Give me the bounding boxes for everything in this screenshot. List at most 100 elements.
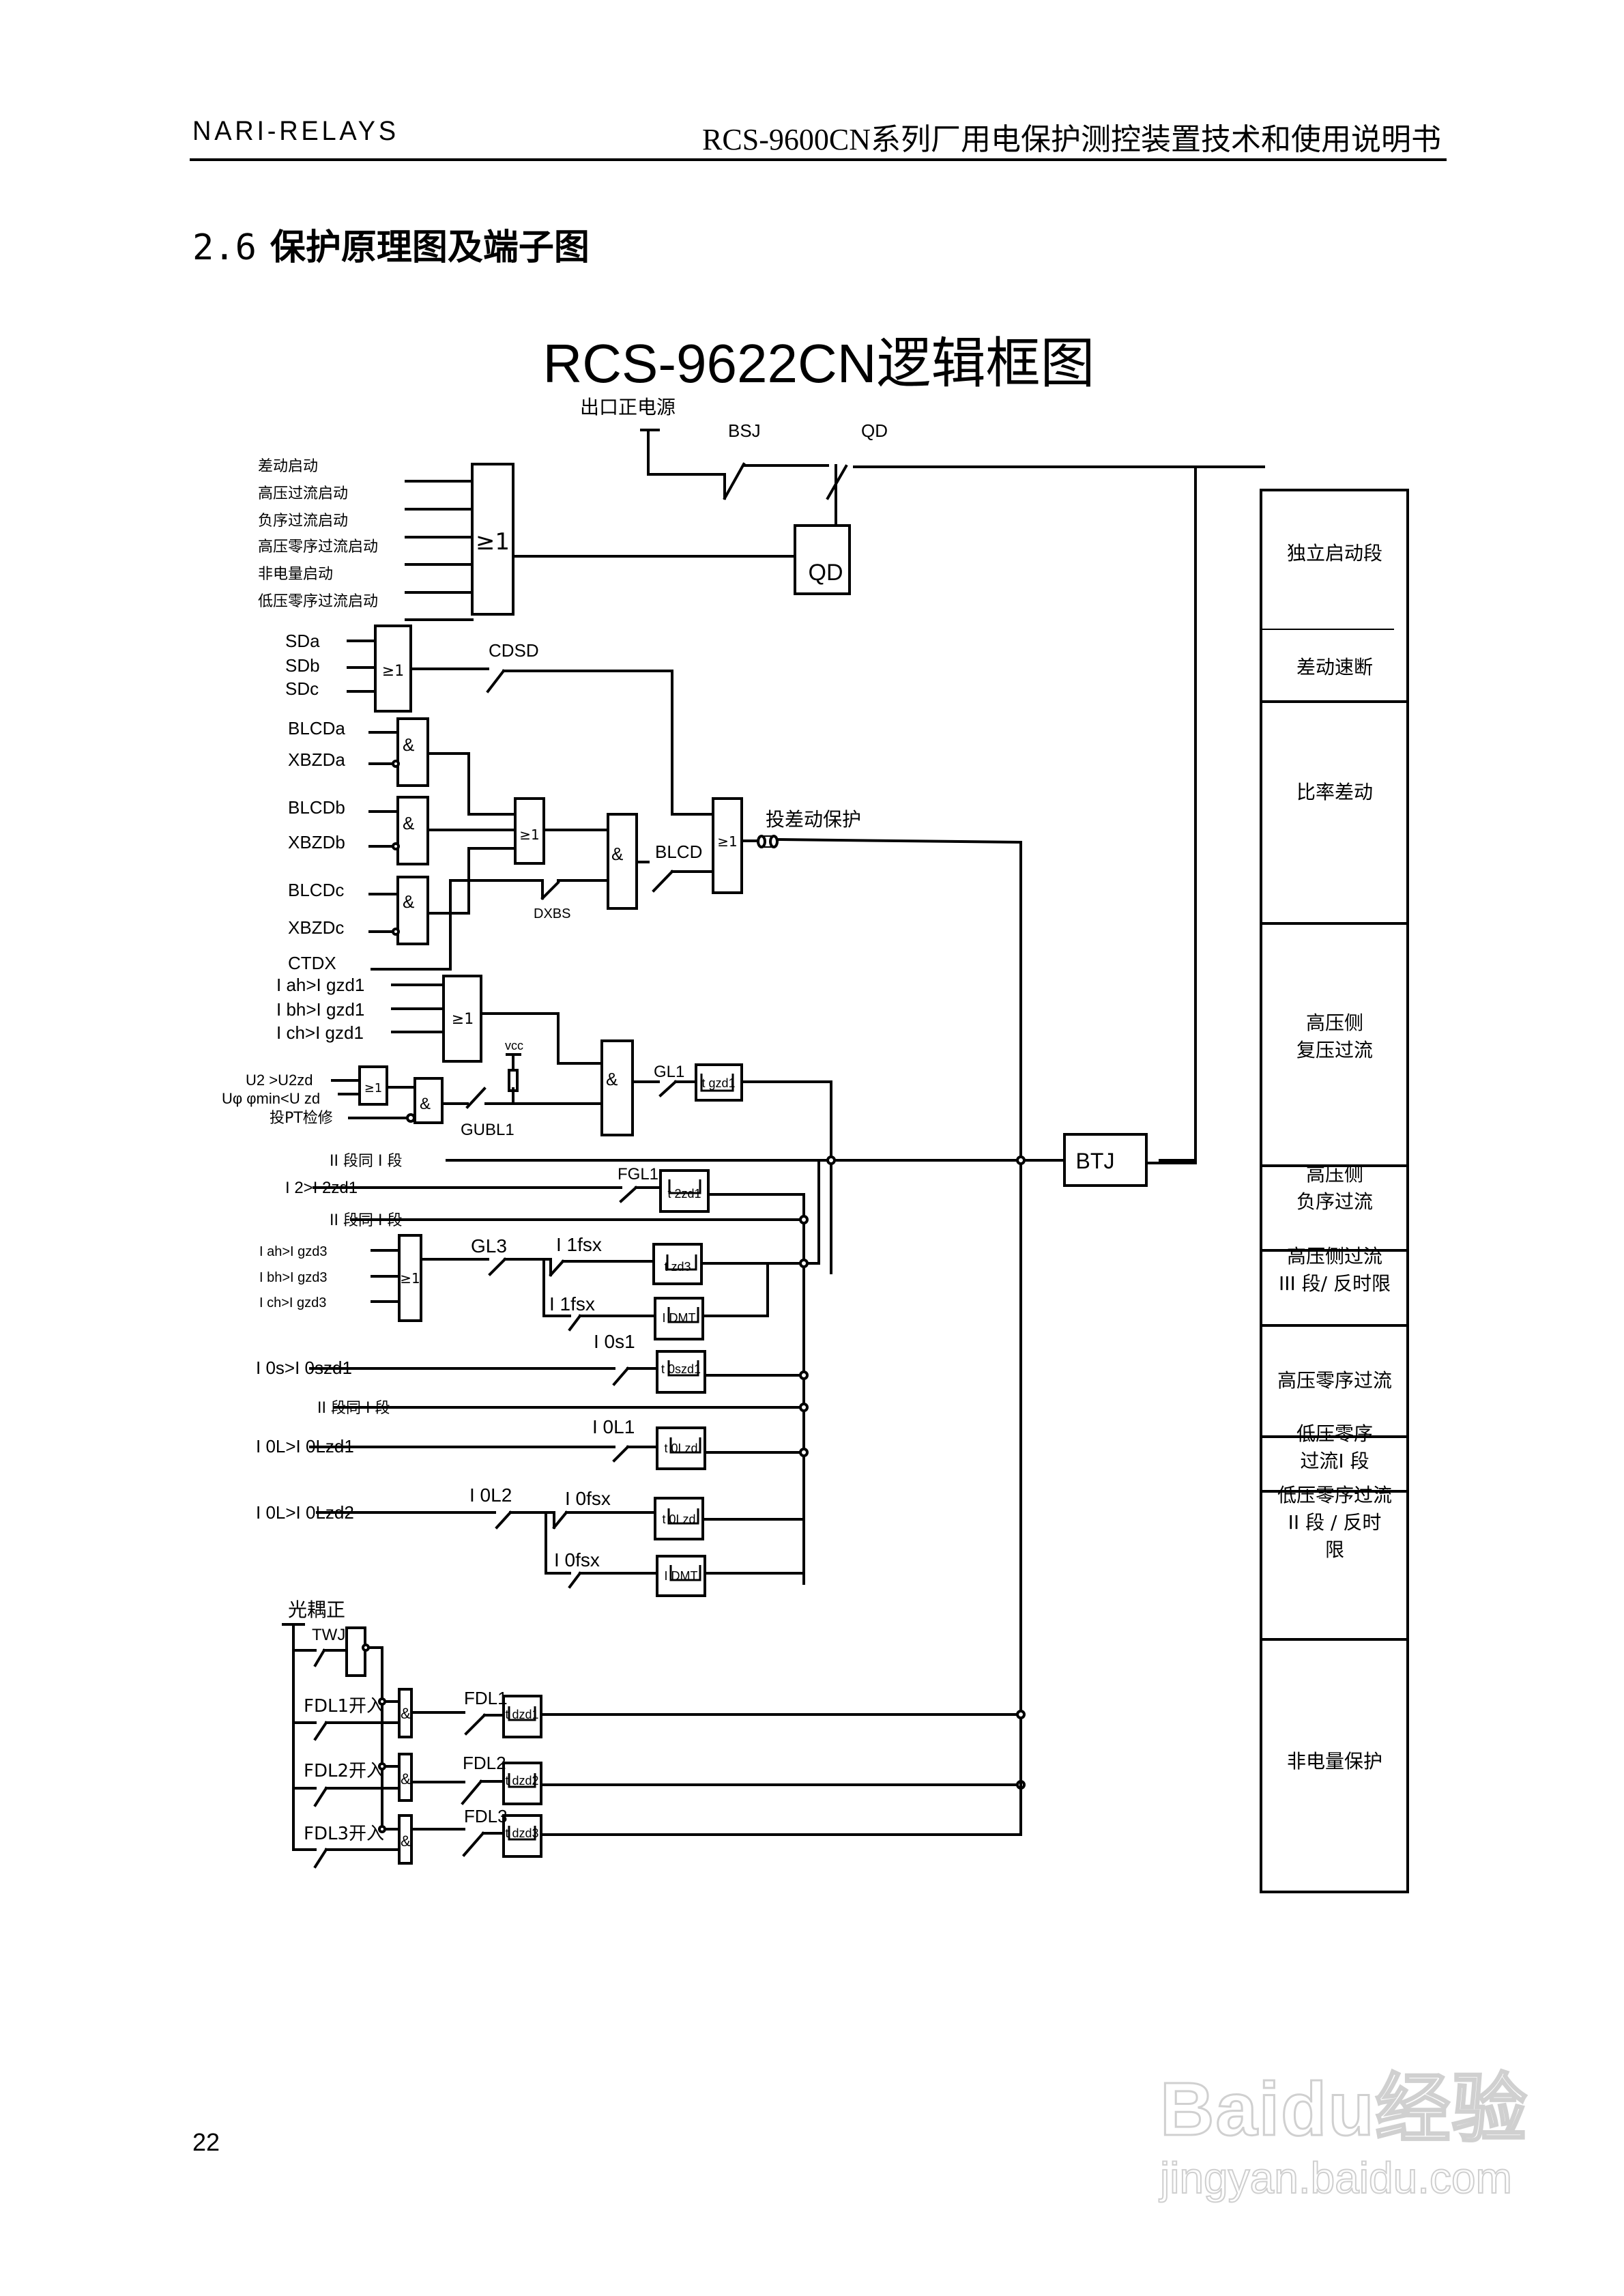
t0lzd-timer-1 bbox=[656, 1426, 706, 1470]
protection-label: 差动速断 bbox=[1296, 656, 1373, 678]
timer-brackets bbox=[508, 1074, 734, 1841]
protection-label: 比率差动 bbox=[1296, 781, 1373, 803]
pt-maintenance-label: 投PT检修 bbox=[270, 1110, 333, 1127]
qd-contact-label: QD bbox=[861, 420, 888, 441]
and-gate-symbol: & bbox=[403, 734, 414, 755]
watermark-url: jingyan.baidu.com bbox=[1159, 2153, 1513, 2203]
twj-not-gate bbox=[345, 1626, 366, 1677]
header-divider bbox=[190, 158, 1447, 161]
cdsd-contact bbox=[486, 669, 506, 693]
i0fsx-label: I 0fsx bbox=[565, 1488, 611, 1509]
sd-input-label: SDc bbox=[285, 678, 319, 699]
blcd-contact bbox=[652, 870, 674, 893]
tdzd-label: t dzd3 bbox=[505, 1826, 538, 1840]
section-title: 保护原理图及端子图 bbox=[270, 227, 590, 268]
gzd1-input-label: I ah>I gzd1 bbox=[276, 975, 364, 995]
blcd-input-label: BLCDa bbox=[288, 718, 345, 738]
ctdx-label: CTDX bbox=[288, 953, 336, 973]
section-number: 2.6 bbox=[192, 227, 257, 268]
protection-label-line: 差动速断 bbox=[1296, 656, 1373, 678]
twj-label: TWJ bbox=[312, 1626, 345, 1644]
neg-seq-section bbox=[313, 1159, 820, 1585]
gl1-label: GL1 bbox=[654, 1063, 684, 1081]
header-brand: NARI-RELAYS bbox=[192, 116, 399, 146]
non-electrical-section bbox=[282, 1623, 1026, 1869]
or-gate-symbol: ≥1 bbox=[364, 1081, 383, 1095]
stage2-same-label: II 段同 I 段 bbox=[330, 1212, 402, 1229]
fdl1-contact bbox=[464, 1713, 487, 1736]
startup-or-gate bbox=[405, 463, 796, 621]
gl3-label: GL3 bbox=[471, 1235, 507, 1257]
protection-label: 高压侧负序过流 bbox=[1296, 1163, 1373, 1213]
twj-contact bbox=[313, 1648, 326, 1667]
tdzd-label: t dzd1 bbox=[505, 1708, 538, 1721]
and-gate-symbol: & bbox=[606, 1069, 618, 1089]
btj-block bbox=[1063, 1133, 1148, 1187]
cdsd-label: CDSD bbox=[489, 640, 539, 661]
gzd1-input-label: I bh>I gzd1 bbox=[276, 999, 364, 1020]
protection-label: 低压零序过流I 段 bbox=[1296, 1422, 1373, 1472]
i0l2-contact bbox=[495, 1510, 512, 1530]
opto-label: 光耦正 bbox=[288, 1598, 345, 1621]
qd-block-label: QD bbox=[809, 560, 843, 586]
header-doc-title: RCS-9600CN系列厂用电保护测控装置技术和使用说明书 bbox=[702, 123, 1441, 156]
and-gate-symbol: & bbox=[403, 891, 414, 912]
and-gate-symbol: & bbox=[420, 1095, 431, 1113]
sd-or-gate bbox=[347, 625, 714, 816]
i0l1-label: I 0L1 bbox=[592, 1416, 635, 1437]
start-input-label: 高压过流启动 bbox=[258, 485, 348, 502]
start-input-label: 低压零序过流启动 bbox=[258, 593, 378, 610]
fdl2-contact bbox=[461, 1779, 483, 1805]
blcd-input-label: BLCDb bbox=[288, 797, 345, 818]
protection-label-line: 限 bbox=[1325, 1538, 1344, 1561]
protection-label-line: 高压侧 bbox=[1306, 1163, 1363, 1186]
protection-label-line: 非电量保护 bbox=[1287, 1750, 1382, 1773]
i0s1-label: I 0s1 bbox=[594, 1331, 635, 1352]
protection-column bbox=[1260, 489, 1409, 1893]
protection-label: 高压零序过流 bbox=[1277, 1369, 1392, 1392]
idmt-timer-1 bbox=[654, 1297, 704, 1340]
blcd-and-gates bbox=[368, 717, 1023, 1721]
protection-label-line: 比率差动 bbox=[1296, 781, 1373, 803]
or-gate-symbol: ≥1 bbox=[452, 1011, 474, 1028]
gzd1-input-label: I ch>I gzd1 bbox=[276, 1022, 364, 1043]
or-gate-symbol: ≥1 bbox=[400, 1270, 420, 1287]
dxbs-label: DXBS bbox=[534, 906, 570, 921]
btj-label: BTJ bbox=[1076, 1149, 1115, 1173]
diff-enable-label: 投差动保护 bbox=[766, 808, 861, 831]
page-number: 22 bbox=[192, 2128, 220, 2156]
start-input-label: 负序过流启动 bbox=[258, 513, 348, 530]
i0l1-contact bbox=[612, 1445, 630, 1463]
fdl3-contact bbox=[462, 1831, 485, 1857]
diff-enable-strap bbox=[757, 835, 766, 848]
gubl1-contact bbox=[465, 1087, 487, 1109]
protection-label-line: 高压零序过流 bbox=[1277, 1369, 1392, 1392]
gzd3-input-label: I ah>I gzd3 bbox=[259, 1244, 328, 1259]
or-gate-symbol: ≥1 bbox=[717, 833, 737, 850]
protection-label-line: 过流I 段 bbox=[1300, 1450, 1369, 1472]
and-gate-symbol: & bbox=[401, 1770, 411, 1788]
gubl1-label: GUBL1 bbox=[461, 1121, 514, 1139]
or-gate-symbol: ≥1 bbox=[519, 827, 539, 843]
idmt-label: I DMT bbox=[665, 1569, 698, 1583]
and-gate-symbol: & bbox=[401, 1833, 411, 1850]
qd-block bbox=[794, 524, 851, 595]
i0fsx-label: I 0fsx bbox=[554, 1549, 600, 1570]
i2-input-label: I 2>I 2zd1 bbox=[285, 1179, 358, 1197]
xbzd-input-label: XBZDa bbox=[288, 749, 345, 770]
and-gate-symbol: & bbox=[611, 844, 623, 864]
t0lzd-label: t 0Lzd bbox=[664, 1441, 697, 1455]
volt-input-label: Uφ φmin<U zd bbox=[222, 1090, 320, 1107]
blcd-input-label: BLCDc bbox=[288, 880, 344, 900]
idmt-timer-2 bbox=[656, 1555, 706, 1597]
or-gate-symbol: ≥1 bbox=[476, 528, 510, 556]
blcd-label: BLCD bbox=[655, 842, 702, 862]
protection-label: 非电量保护 bbox=[1287, 1750, 1382, 1773]
t0szd1-label: t 0szd1 bbox=[661, 1362, 701, 1376]
fgl1-label: FGL1 bbox=[618, 1165, 658, 1183]
tdzd1-timer bbox=[502, 1695, 542, 1738]
section-heading: 2.6 保护原理图及端子图 bbox=[192, 218, 590, 270]
qd-contact bbox=[826, 464, 848, 500]
i1fsx-label: I 1fsx bbox=[556, 1234, 602, 1255]
